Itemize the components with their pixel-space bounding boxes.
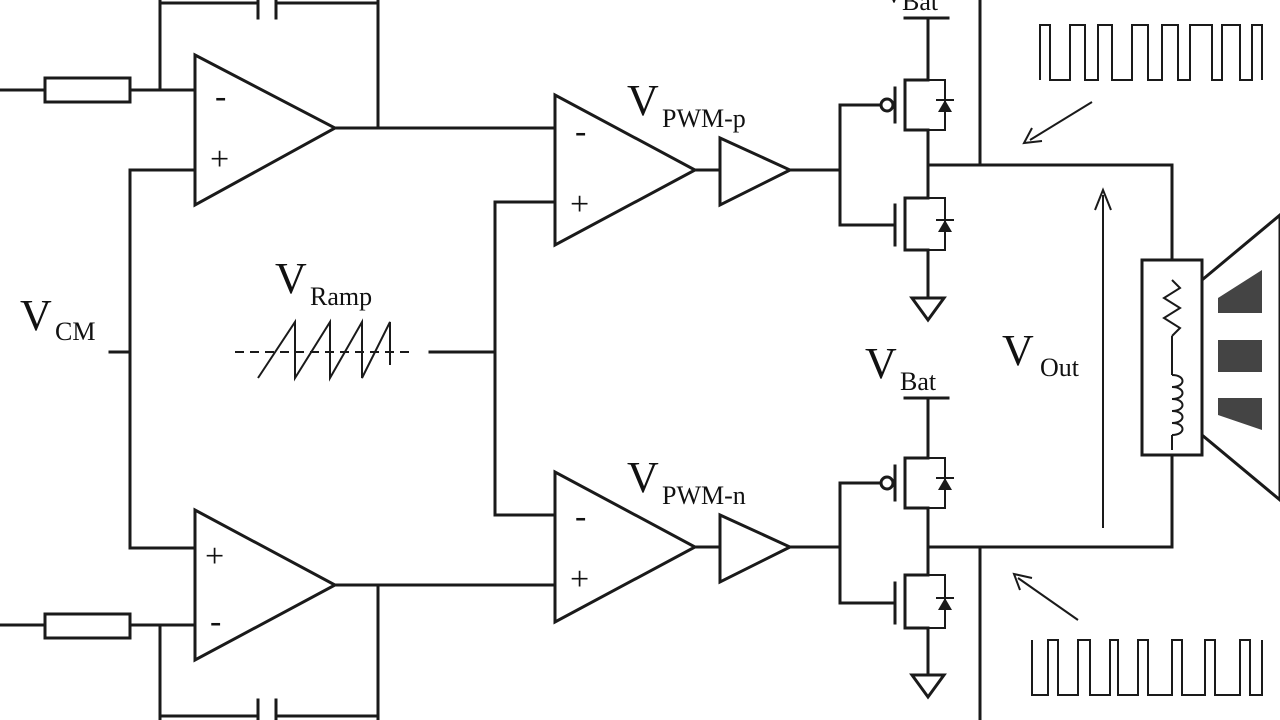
svg-text:V: V bbox=[275, 254, 307, 303]
top-integrator-opamp: - + bbox=[193, 52, 339, 208]
pwm-p-buffer bbox=[718, 135, 794, 208]
label-vpwm-p: V PWM-p bbox=[627, 76, 746, 133]
pwm-n-buffer bbox=[718, 512, 794, 585]
bottom-half-bridge bbox=[838, 396, 1174, 700]
opamp-noninverting-sign: + bbox=[210, 141, 229, 178]
pwm-waveform-bottom bbox=[1031, 639, 1263, 696]
svg-text:CM: CM bbox=[55, 317, 95, 346]
svg-text:PWM-n: PWM-n bbox=[662, 481, 746, 510]
opamp-inverting-sign: - bbox=[210, 603, 221, 640]
svg-text:V: V bbox=[878, 0, 910, 12]
arrow-top-waveform bbox=[1022, 101, 1093, 145]
label-vramp: V Ramp bbox=[275, 254, 372, 311]
opamp-noninverting-sign: + bbox=[570, 186, 589, 223]
svg-text:V: V bbox=[627, 453, 659, 502]
svg-text:Bat: Bat bbox=[900, 367, 937, 396]
speaker-icon bbox=[1140, 163, 1280, 549]
opamp-noninverting-sign: + bbox=[205, 538, 224, 575]
svg-text:Bat: Bat bbox=[902, 0, 939, 16]
arrow-bottom-waveform bbox=[1012, 572, 1079, 621]
bottom-integrator-opamp: + - bbox=[193, 507, 339, 663]
top-feedback-capacitor bbox=[158, 0, 380, 130]
label-vbat-top: V Bat bbox=[878, 0, 939, 16]
ramp-distribution-wire bbox=[428, 200, 557, 517]
svg-text:PWM-p: PWM-p bbox=[662, 104, 746, 133]
pwm-waveform-top bbox=[1039, 24, 1263, 81]
svg-text:Ramp: Ramp bbox=[310, 282, 372, 311]
label-vcm: V CM bbox=[20, 291, 95, 346]
top-input-resistor bbox=[0, 76, 197, 104]
ramp-waveform bbox=[235, 318, 410, 382]
opamp-inverting-sign: - bbox=[575, 498, 586, 535]
vout-arrow bbox=[1094, 187, 1112, 528]
bottom-input-resistor bbox=[0, 612, 197, 640]
svg-text:V: V bbox=[627, 76, 659, 125]
label-vout: V Out bbox=[1002, 326, 1080, 382]
svg-text:Out: Out bbox=[1040, 353, 1080, 382]
svg-text:V: V bbox=[20, 291, 52, 340]
vcm-bus-wire bbox=[108, 168, 197, 550]
bottom-feedback-capacitor bbox=[158, 583, 380, 720]
label-vbat-mid: V Bat bbox=[865, 339, 937, 396]
svg-text:V: V bbox=[1002, 326, 1034, 375]
opamp-noninverting-sign: + bbox=[570, 561, 589, 598]
opamp-inverting-sign: - bbox=[215, 78, 226, 115]
pwm-n-comparator: - + bbox=[553, 469, 699, 625]
label-vpwm-n: V PWM-n bbox=[627, 453, 746, 510]
opamp-inverting-sign: - bbox=[575, 113, 586, 150]
svg-text:V: V bbox=[865, 339, 897, 388]
top-half-bridge bbox=[838, 16, 1174, 323]
pwm-p-comparator: - + bbox=[553, 92, 699, 248]
